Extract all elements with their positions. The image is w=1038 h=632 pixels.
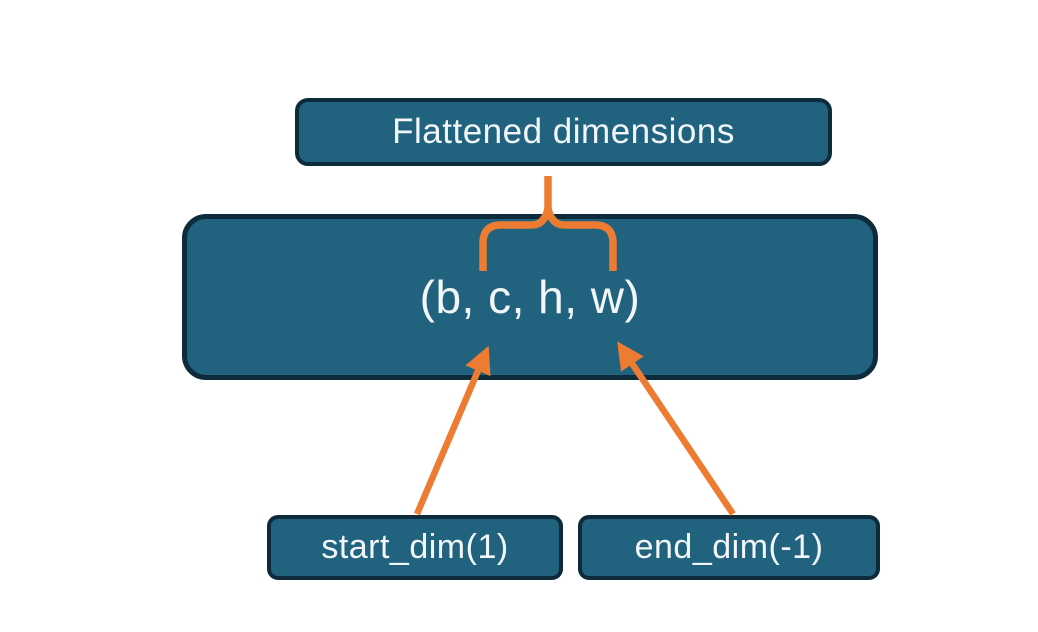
end-dim-label: end_dim(-1) (634, 528, 824, 566)
start-dim-label: start_dim(1) (321, 528, 509, 566)
tensor-shape-label: (b, c, h, w) (419, 271, 641, 323)
flattened-dimensions-label: Flattened dimensions (392, 112, 735, 151)
start-dim-box: start_dim(1) (267, 515, 563, 580)
tensor-shape-box: (b, c, h, w) (182, 214, 878, 380)
end-dim-box: end_dim(-1) (578, 515, 880, 580)
flattened-dimensions-box: Flattened dimensions (295, 98, 832, 166)
